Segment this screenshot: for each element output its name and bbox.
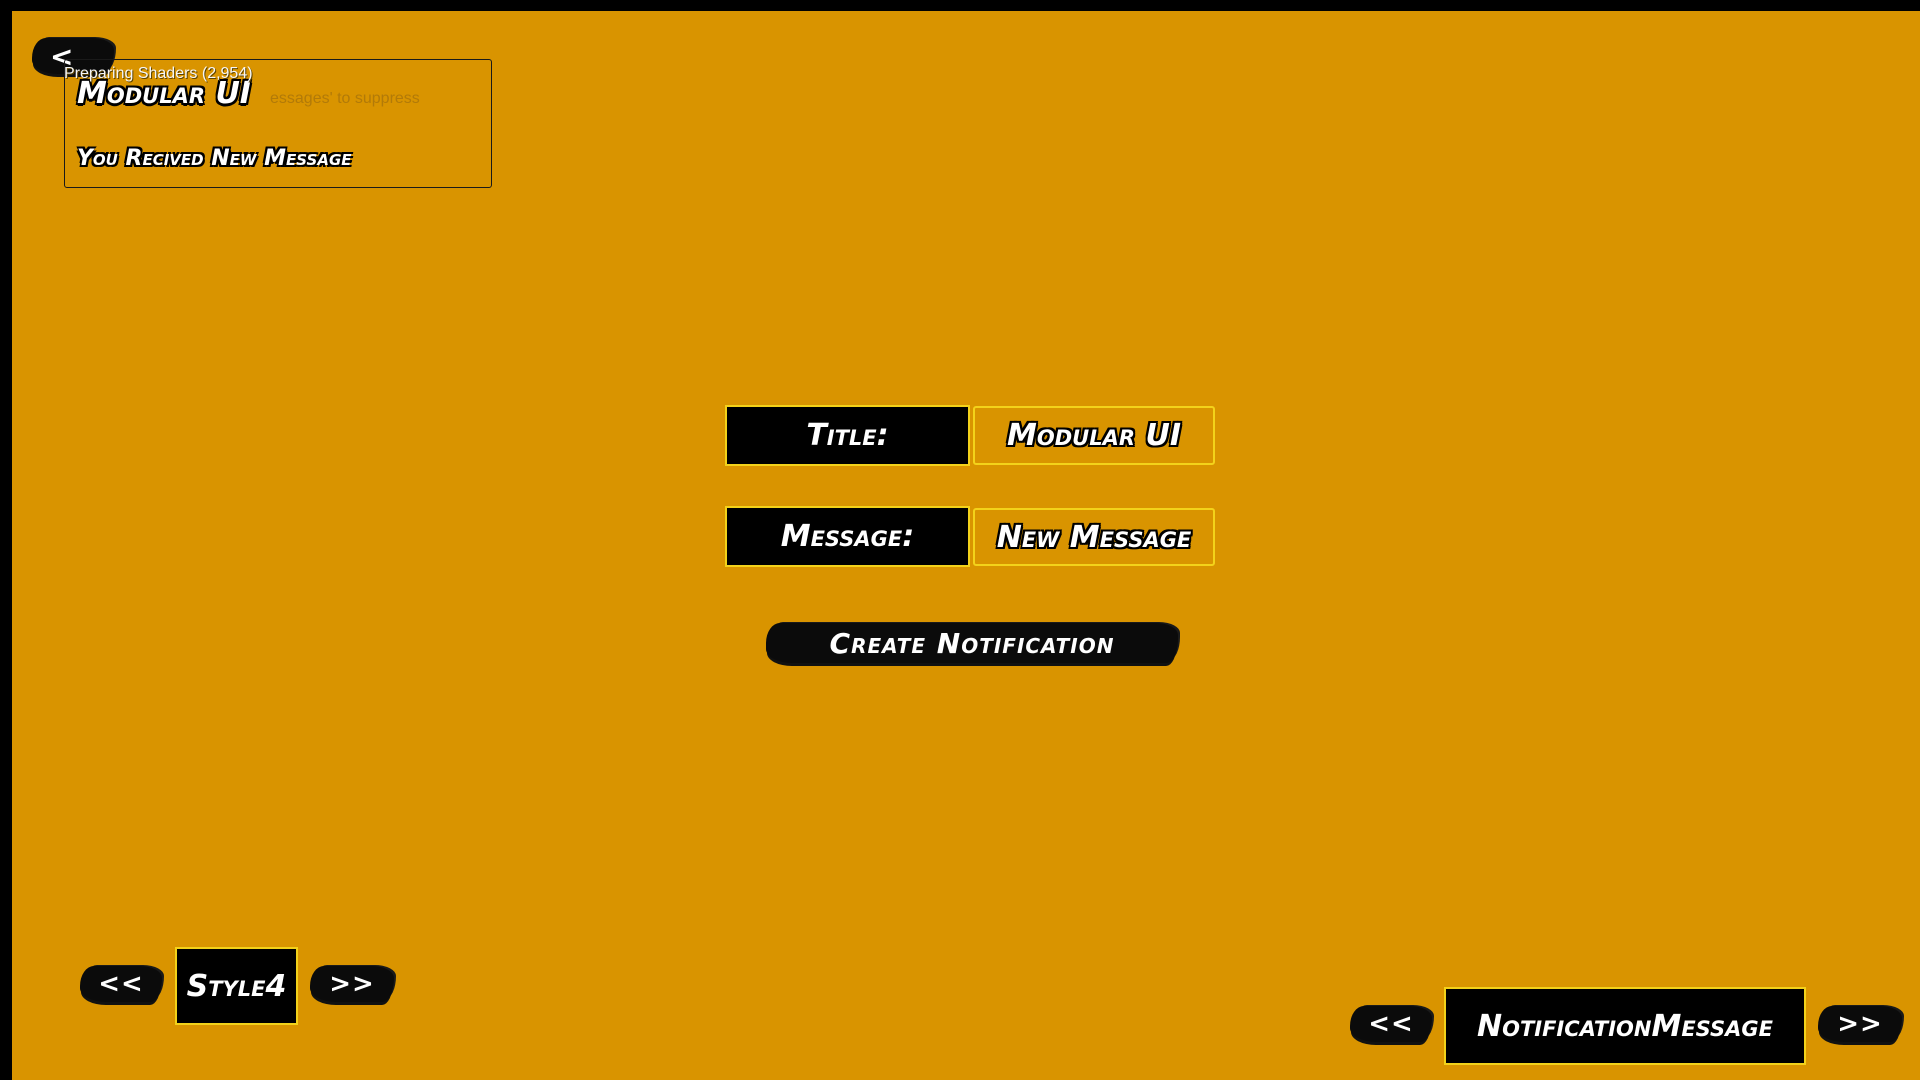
type-next-button[interactable]: >> [1818,1006,1902,1042]
debug-suppress-text: essages' to suppress [270,90,420,107]
debug-shader-text: Preparing Shaders (2,954) [64,65,253,82]
style-prev-button[interactable]: << [80,966,162,1002]
type-prev-button[interactable]: << [1350,1006,1432,1042]
back-arrow-icon: < [50,39,75,73]
style-value: Style4 [175,947,298,1025]
style-next-button[interactable]: >> [310,966,394,1002]
title-label: Title: [725,405,970,466]
back-button[interactable]: < [32,38,114,74]
notification-message: You Recived New Message [77,146,352,171]
message-input[interactable]: New Message [973,508,1215,566]
notification-type-value: NotificationMessage [1444,987,1806,1065]
create-notification-button[interactable]: Create Notification [766,623,1178,663]
notification-title: Modular UI [77,76,251,111]
title-input[interactable]: Modular UI [973,406,1215,465]
notification-card: Modular UI You Recived New Message [64,59,492,188]
message-label: Message: [725,506,970,567]
